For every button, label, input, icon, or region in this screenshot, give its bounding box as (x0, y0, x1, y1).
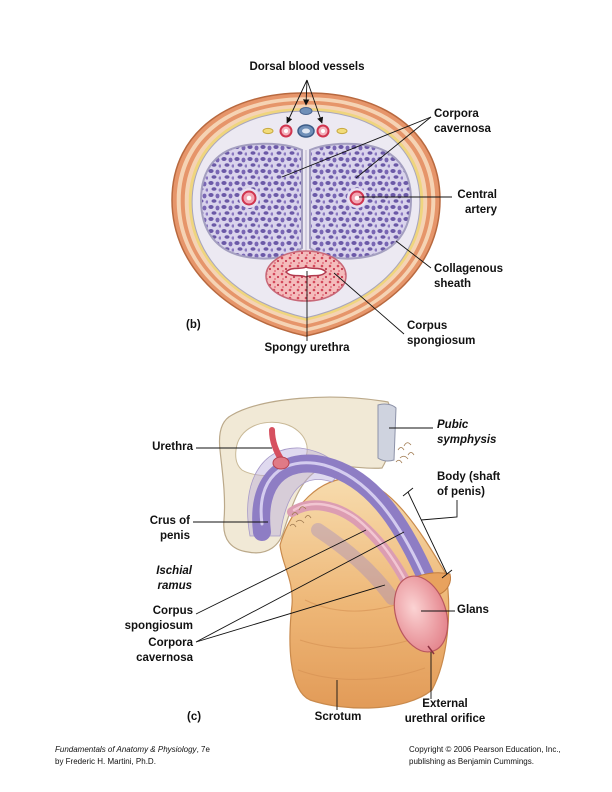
deep-dorsal-vein-lumen (302, 128, 310, 134)
leader-body-bracket-cap-top (402, 487, 414, 497)
panel-label-c: (c) (187, 711, 202, 723)
leader-collagenous-sheath (395, 240, 432, 269)
scrotal-fold-3 (297, 667, 426, 680)
label-corpora-cavernosa-c: Corpora cavernosa (136, 637, 193, 664)
leader-corpora-cavernosa-left (281, 116, 432, 178)
label-corpus-spongiosum-b: Corpus spongiosum (407, 320, 476, 347)
leader-lines-c (193, 427, 458, 710)
leader-dorsal-vein (303, 79, 310, 106)
footer-copyright-block: Copyright © 2006 Pearson Education, Inc.… (409, 744, 561, 768)
leader-corpus-spongiosum-b (333, 272, 405, 335)
panel-label-b: (b) (186, 319, 201, 331)
central-artery-right-lumen (354, 195, 360, 201)
label-dorsal-blood-vessels: Dorsal blood vessels (249, 61, 365, 73)
spongy-urethra (284, 266, 328, 278)
urethral-bulb (272, 456, 290, 470)
corpus-spongiosum-c-highlight (292, 502, 418, 604)
label-urethra: Urethra (152, 441, 193, 453)
corpora-cavernosa-highlight (259, 461, 425, 576)
footer-publisher: publishing as Benjamin Cummings. (409, 757, 534, 766)
corpus-cavernosum-far (311, 523, 399, 605)
label-spongy-urethra: Spongy urethra (264, 342, 350, 354)
label-scrotum: Scrotum (314, 711, 362, 723)
lateral-view-c (218, 396, 451, 709)
pubic-hair (289, 442, 415, 528)
leader-dorsal-right-artery (306, 79, 324, 124)
footer-author: by Frederic H. Martini, Ph.D. (55, 757, 156, 766)
leader-corpus-spongiosum-c (195, 529, 367, 615)
superficial-dorsal-vein (299, 107, 313, 115)
footer-book-credit: Fundamentals of Anatomy & Physiology, 7e… (55, 744, 210, 768)
label-ischial-ramus: Ischial ramus (156, 565, 192, 592)
dorsal-nerve-left (262, 127, 274, 135)
dorsal-artery-left-lumen (284, 129, 288, 133)
footer-edition: , 7e (196, 745, 210, 754)
label-corpora-cavernosa-b: Corpora cavernosa (434, 108, 491, 135)
dorsal-nerve-right (336, 127, 348, 135)
label-crus-of-penis: Crus of penis (149, 515, 190, 542)
dorsal-artery-right-lumen (321, 129, 325, 133)
pubic-symphysis (377, 403, 397, 462)
label-central-artery: Central artery (457, 189, 497, 216)
external-urethral-orifice (427, 645, 435, 655)
label-external-urethral-orifice: External urethral orifice (404, 698, 486, 725)
leader-corpora-cavernosa-c-upper (195, 531, 405, 643)
label-body-shaft: Body (shaft of penis) (437, 471, 501, 498)
leader-dorsal-left-artery (286, 79, 308, 124)
scrotal-fold-1 (304, 599, 396, 612)
glans (393, 575, 449, 653)
leader-body-bracket-cap-bottom (441, 569, 453, 579)
leader-body-bracket (407, 491, 448, 575)
leader-corpora-cavernosa-right (355, 116, 432, 179)
leader-corpora-cavernosa-c-lower (195, 584, 386, 643)
central-artery-left-lumen (246, 195, 252, 201)
cross-section-b (171, 92, 441, 337)
scrotal-fold-2 (299, 639, 411, 649)
label-corpus-spongiosum-c: Corpus spongiosum (124, 605, 193, 632)
label-glans: Glans (457, 604, 489, 616)
footer-title-line: Fundamentals of Anatomy & Physiology, 7e (55, 744, 210, 756)
leader-lines-b (281, 79, 452, 341)
leader-body-connector (420, 500, 458, 521)
label-pubic-symphysis: Pubic symphysis (437, 419, 497, 446)
label-collagenous-sheath: Collagenous sheath (434, 263, 504, 290)
footer-book-title: Fundamentals of Anatomy & Physiology (55, 745, 197, 754)
footer-copyright: Copyright © 2006 Pearson Education, Inc.… (409, 745, 561, 754)
